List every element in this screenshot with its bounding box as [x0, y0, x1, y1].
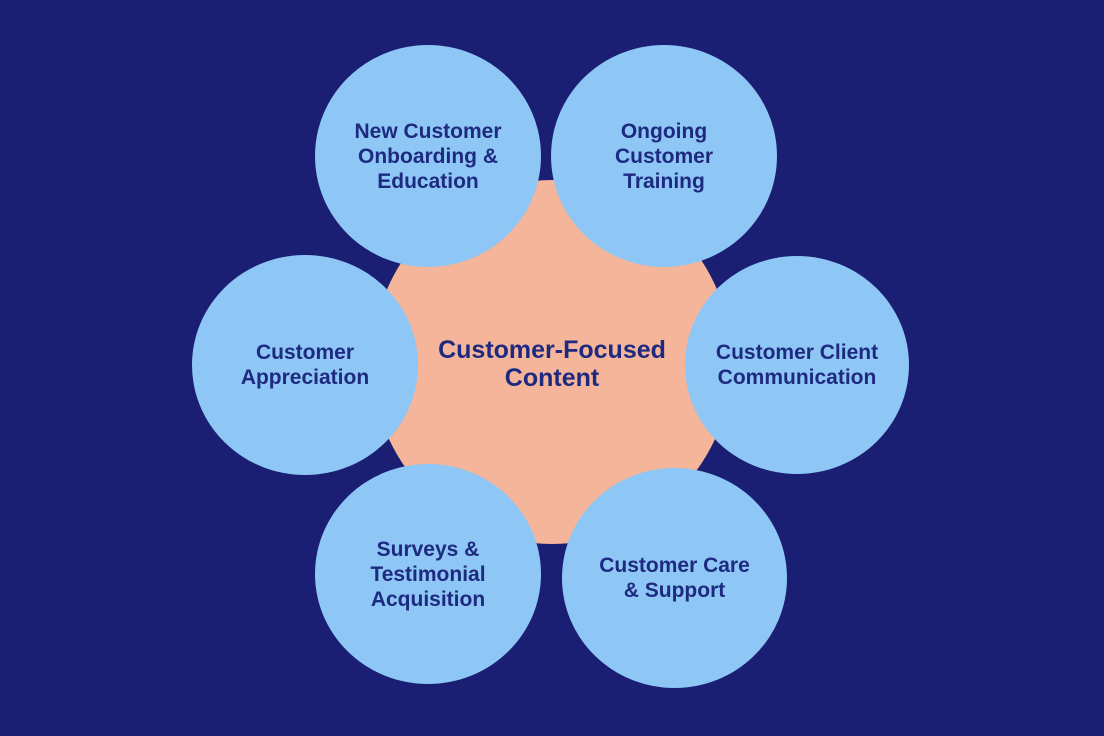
node-label-line: Customer [255, 341, 355, 364]
node-new-customer-onboarding: New Customer Onboarding & Education [315, 45, 541, 267]
node-label-line: Testimonial [370, 562, 486, 586]
node-label-line: New Customer [354, 119, 502, 143]
node-label-line: Acquisition [370, 587, 486, 611]
node-customer-care-support: Customer Care & Support [562, 468, 787, 688]
node-label: New Customer Onboarding & Education [333, 119, 523, 194]
node-ongoing-customer-training: Ongoing Customer Training [551, 45, 777, 267]
node-label-line: Customer [614, 144, 714, 168]
center-label-line: Content [504, 364, 600, 392]
node-label-line: Training [623, 169, 705, 193]
node-label: Customer Care & Support [580, 553, 770, 603]
node-label-line: Ongoing [620, 119, 708, 143]
node-label: Customer Appreciation [210, 340, 400, 390]
node-label: Customer Client Communication [702, 340, 892, 390]
node-customer-client-communication: Customer Client Communication [685, 256, 909, 474]
node-label-line: Onboarding & [358, 144, 498, 168]
node-label-line: Customer Care [599, 554, 750, 577]
node-label: Surveys & Testimonial Acquisition [333, 537, 523, 612]
node-label-line: Surveys & [376, 537, 480, 561]
center-label-line: Customer-Focused [438, 336, 666, 364]
center-label: Customer-Focused Content [412, 336, 692, 392]
node-label-line: & Support [623, 579, 726, 602]
node-label-line: Education [377, 169, 479, 193]
node-label: Ongoing Customer Training [569, 119, 759, 194]
node-label-line: Customer Client [715, 341, 879, 364]
node-surveys-testimonial-acquisition: Surveys & Testimonial Acquisition [315, 464, 541, 684]
node-customer-appreciation: Customer Appreciation [192, 255, 418, 475]
node-label-line: Appreciation [240, 366, 370, 389]
node-label-line: Communication [717, 366, 877, 389]
